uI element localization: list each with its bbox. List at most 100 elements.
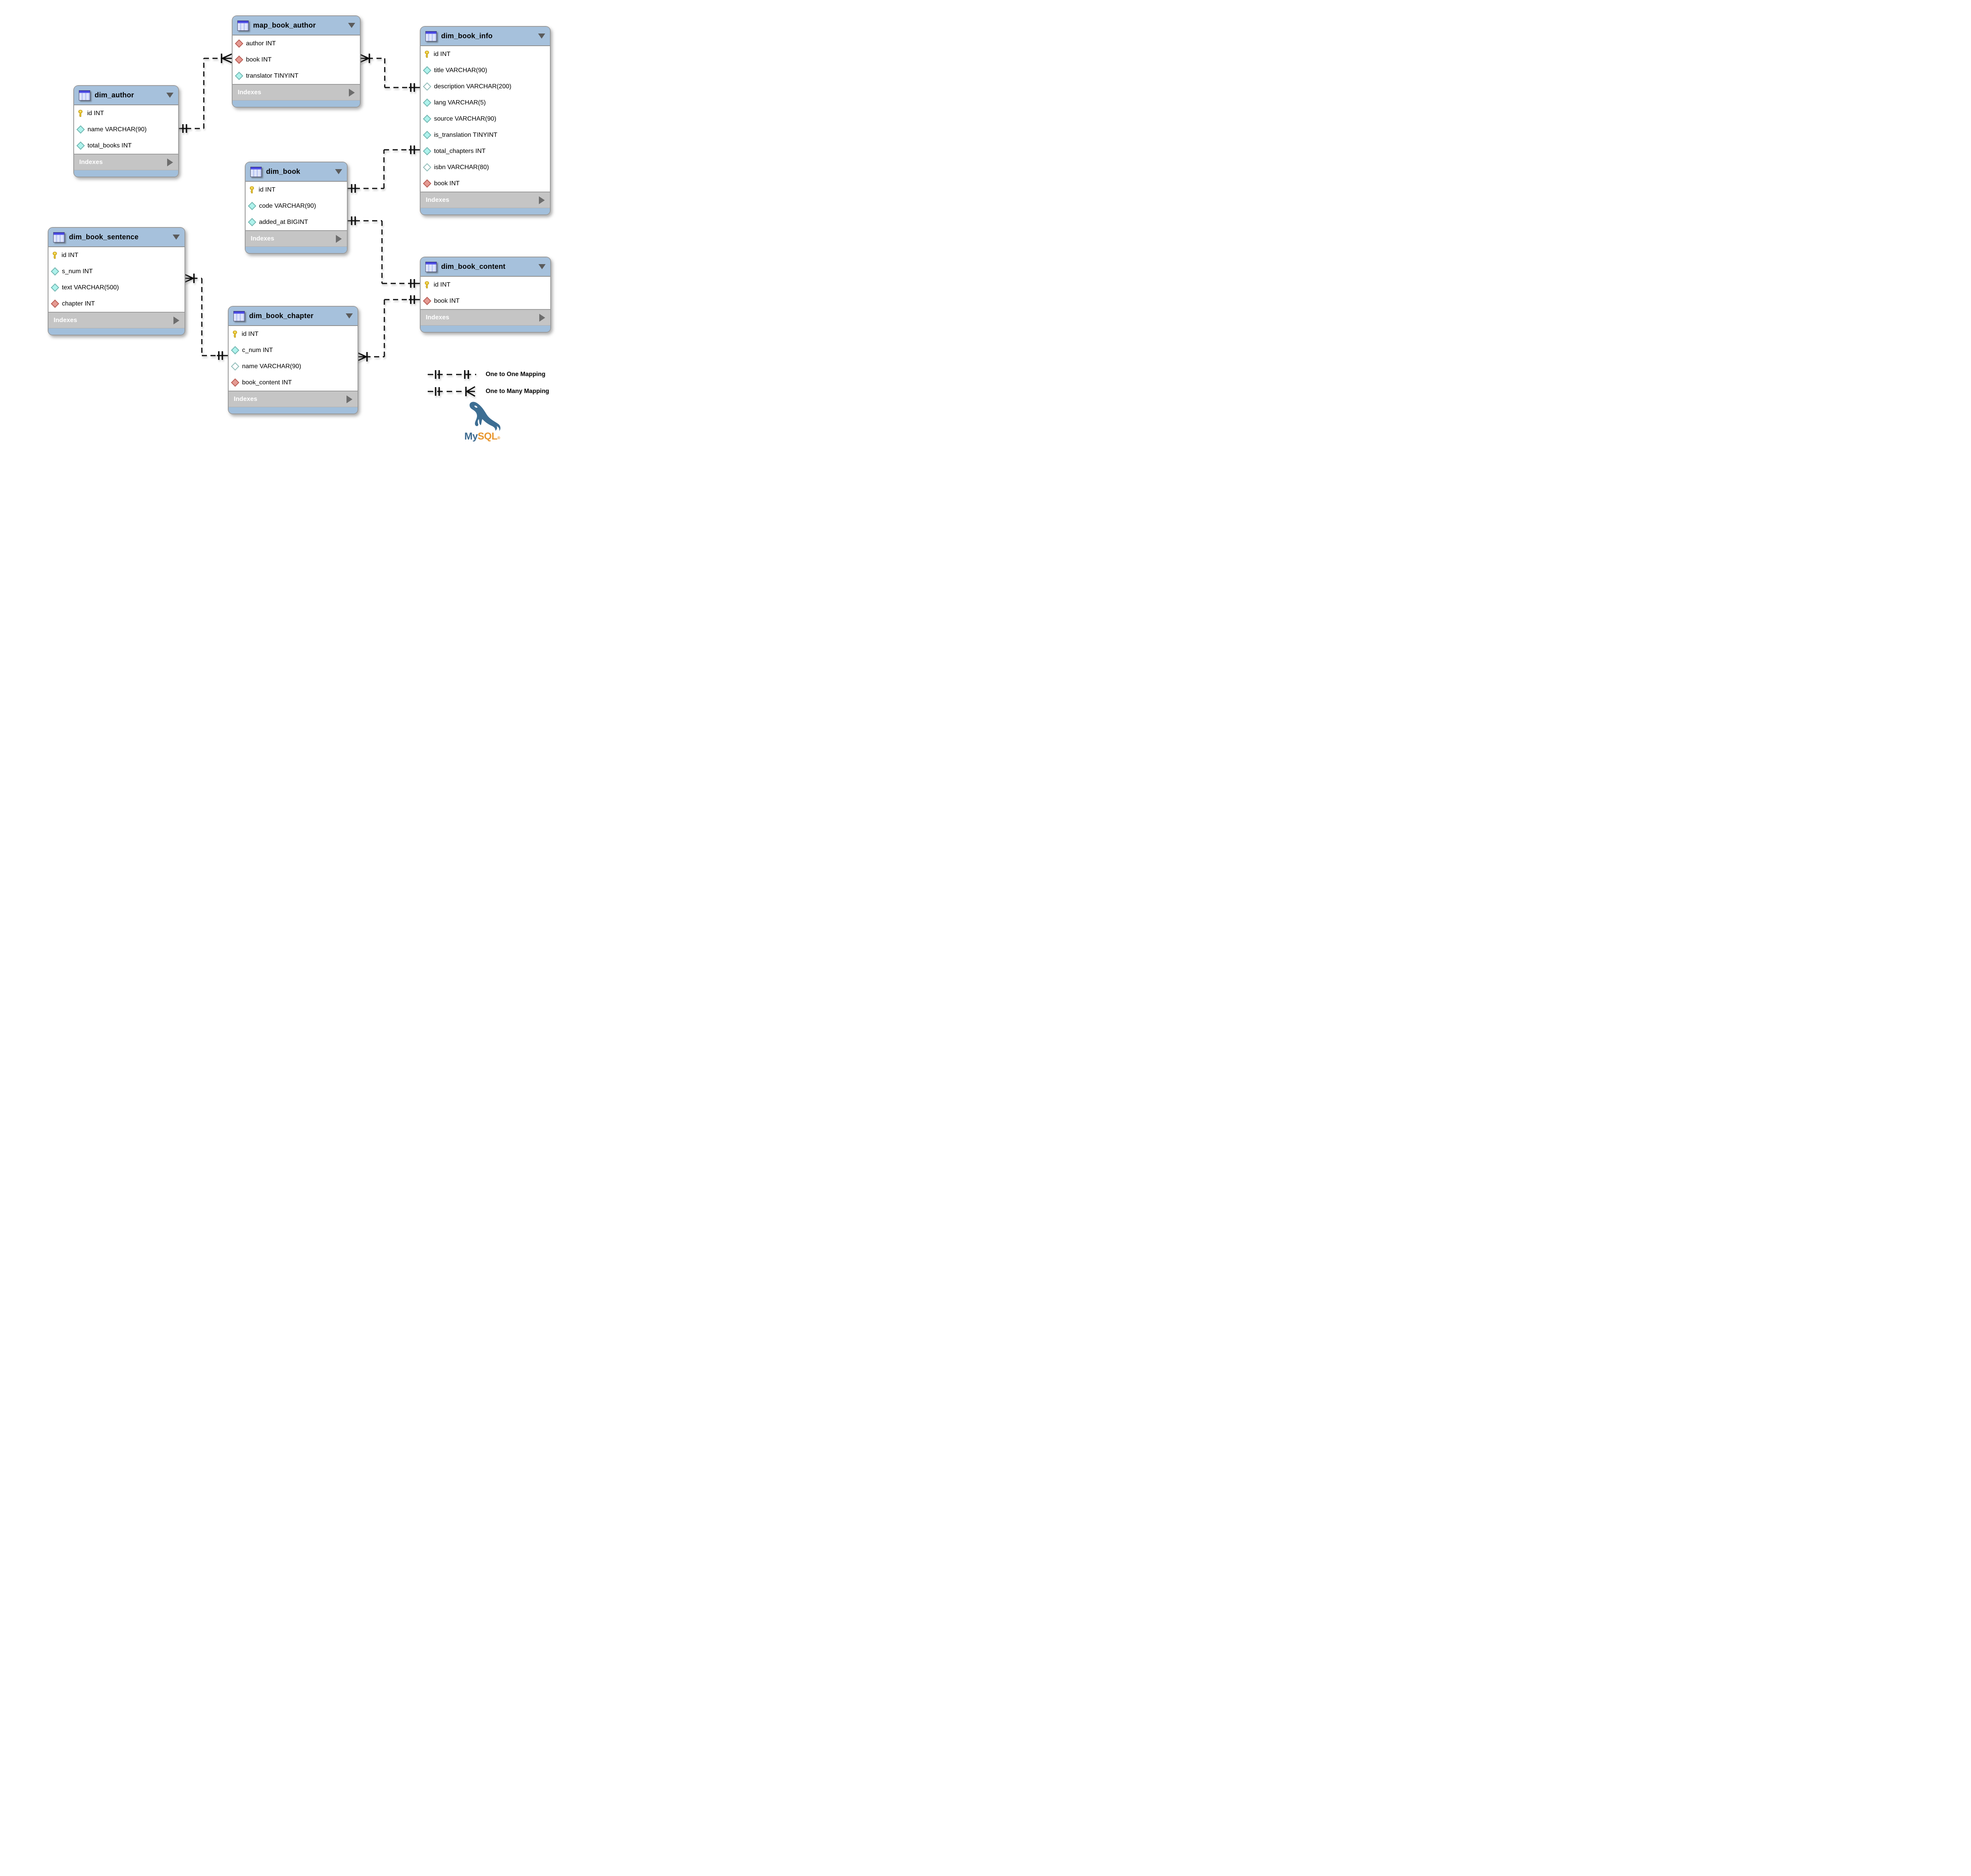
- table-title: map_book_author: [253, 21, 316, 29]
- indexes-label: Indexes: [251, 235, 274, 242]
- table-bottom-strip: [421, 208, 550, 214]
- relationship-connector[interactable]: [177, 53, 232, 133]
- relationship-connector[interactable]: [356, 295, 420, 362]
- column-label: total_chapters INT: [434, 147, 486, 155]
- collapse-triangle-icon[interactable]: [335, 169, 342, 174]
- not-null-column-diamond-icon: [423, 98, 432, 107]
- foreign-key-diamond-icon: [235, 55, 244, 64]
- column-row-dim_book_info[interactable]: isbn VARCHAR(80): [421, 159, 550, 175]
- table-header-dim_book_content[interactable]: dim_book_content: [421, 257, 550, 277]
- indexes-bar-dim_book_content[interactable]: Indexes: [421, 309, 550, 325]
- column-row-dim_book_info[interactable]: lang VARCHAR(5): [421, 95, 550, 111]
- indexes-label: Indexes: [79, 158, 103, 166]
- column-row-dim_book_chapter[interactable]: c_num INT: [229, 342, 358, 358]
- table-header-map_book_author[interactable]: map_book_author: [233, 16, 360, 35]
- collapse-triangle-icon[interactable]: [538, 264, 546, 269]
- table-bottom-strip: [74, 170, 178, 177]
- column-label: author INT: [246, 40, 276, 47]
- mysql-logo: MySQL®: [464, 432, 500, 442]
- table-bottom-strip: [233, 100, 360, 107]
- indexes-bar-dim_book_info[interactable]: Indexes: [421, 192, 550, 208]
- table-header-dim_book_sentence[interactable]: dim_book_sentence: [48, 228, 184, 247]
- not-null-column-diamond-icon: [76, 141, 85, 150]
- expand-triangle-icon: [539, 313, 545, 322]
- collapse-triangle-icon[interactable]: [346, 313, 353, 319]
- indexes-bar-dim_book_chapter[interactable]: Indexes: [229, 391, 358, 407]
- column-label: added_at BIGINT: [259, 218, 308, 225]
- indexes-bar-dim_book[interactable]: Indexes: [246, 230, 347, 246]
- indexes-label: Indexes: [426, 196, 449, 203]
- column-row-dim_book_chapter[interactable]: id INT: [229, 326, 358, 342]
- relationship-connector[interactable]: [346, 145, 420, 193]
- column-row-dim_book_chapter[interactable]: name VARCHAR(90): [229, 358, 358, 374]
- collapse-triangle-icon[interactable]: [173, 235, 180, 240]
- column-label: id INT: [259, 186, 276, 193]
- column-row-dim_book[interactable]: code VARCHAR(90): [246, 198, 347, 214]
- column-row-dim_book_info[interactable]: is_translation TINYINT: [421, 127, 550, 143]
- foreign-key-diamond-icon: [423, 179, 432, 188]
- not-null-column-diamond-icon: [423, 130, 432, 140]
- column-row-dim_book_info[interactable]: total_chapters INT: [421, 143, 550, 159]
- collapse-triangle-icon[interactable]: [348, 23, 355, 28]
- column-row-dim_book[interactable]: id INT: [246, 182, 347, 198]
- nullable-column-diamond-icon: [423, 82, 432, 91]
- indexes-bar-map_book_author[interactable]: Indexes: [233, 84, 360, 100]
- column-row-dim_author[interactable]: total_books INT: [74, 138, 178, 154]
- not-null-column-diamond-icon: [50, 267, 60, 276]
- column-label: code VARCHAR(90): [259, 202, 316, 209]
- column-row-dim_book_content[interactable]: id INT: [421, 277, 550, 293]
- column-row-dim_book_content[interactable]: book INT: [421, 293, 550, 309]
- indexes-bar-dim_book_sentence[interactable]: Indexes: [48, 312, 184, 328]
- column-row-dim_author[interactable]: id INT: [74, 105, 178, 121]
- column-row-dim_book[interactable]: added_at BIGINT: [246, 214, 347, 230]
- foreign-key-diamond-icon: [423, 296, 432, 306]
- column-row-dim_book_sentence[interactable]: text VARCHAR(500): [48, 279, 184, 296]
- primary-key-icon: [52, 251, 57, 259]
- column-row-dim_book_sentence[interactable]: s_num INT: [48, 263, 184, 279]
- table-header-dim_book[interactable]: dim_book: [246, 162, 347, 182]
- table-header-dim_book_chapter[interactable]: dim_book_chapter: [229, 307, 358, 326]
- column-row-dim_book_chapter[interactable]: book_content INT: [229, 374, 358, 391]
- nullable-column-diamond-icon: [423, 163, 432, 172]
- column-row-map_book_author[interactable]: author INT: [233, 35, 360, 52]
- column-row-dim_book_sentence[interactable]: chapter INT: [48, 296, 184, 312]
- column-row-dim_book_sentence[interactable]: id INT: [48, 247, 184, 263]
- column-row-dim_book_info[interactable]: book INT: [421, 175, 550, 192]
- column-row-map_book_author[interactable]: translator TINYINT: [233, 68, 360, 84]
- column-row-map_book_author[interactable]: book INT: [233, 52, 360, 68]
- not-null-column-diamond-icon: [423, 147, 432, 156]
- column-row-dim_book_info[interactable]: description VARCHAR(200): [421, 78, 550, 95]
- column-label: id INT: [434, 281, 451, 288]
- foreign-key-diamond-icon: [50, 299, 60, 308]
- relationship-connector[interactable]: [359, 53, 420, 92]
- column-row-dim_author[interactable]: name VARCHAR(90): [74, 121, 178, 138]
- relationship-connector[interactable]: [346, 216, 420, 288]
- mysql-wordmark: MySQL®: [464, 431, 500, 442]
- column-row-dim_book_info[interactable]: id INT: [421, 46, 550, 62]
- table-icon: [53, 232, 65, 242]
- expand-triangle-icon: [167, 158, 173, 166]
- column-row-dim_book_info[interactable]: title VARCHAR(90): [421, 62, 550, 78]
- not-null-column-diamond-icon: [423, 66, 432, 75]
- table-header-dim_author[interactable]: dim_author: [74, 86, 178, 105]
- column-row-dim_book_info[interactable]: source VARCHAR(90): [421, 111, 550, 127]
- column-label: text VARCHAR(500): [62, 284, 119, 291]
- expand-triangle-icon: [349, 88, 355, 97]
- collapse-triangle-icon[interactable]: [166, 93, 173, 98]
- primary-key-icon: [425, 281, 429, 289]
- mysql-dolphin-icon: [469, 402, 501, 431]
- indexes-bar-dim_author[interactable]: Indexes: [74, 154, 178, 170]
- table-header-dim_book_info[interactable]: dim_book_info: [421, 27, 550, 46]
- legend-symbol-one-to-many: [428, 386, 475, 397]
- relationship-connector[interactable]: [183, 273, 228, 360]
- collapse-triangle-icon[interactable]: [538, 34, 545, 39]
- table-bottom-strip: [229, 407, 358, 414]
